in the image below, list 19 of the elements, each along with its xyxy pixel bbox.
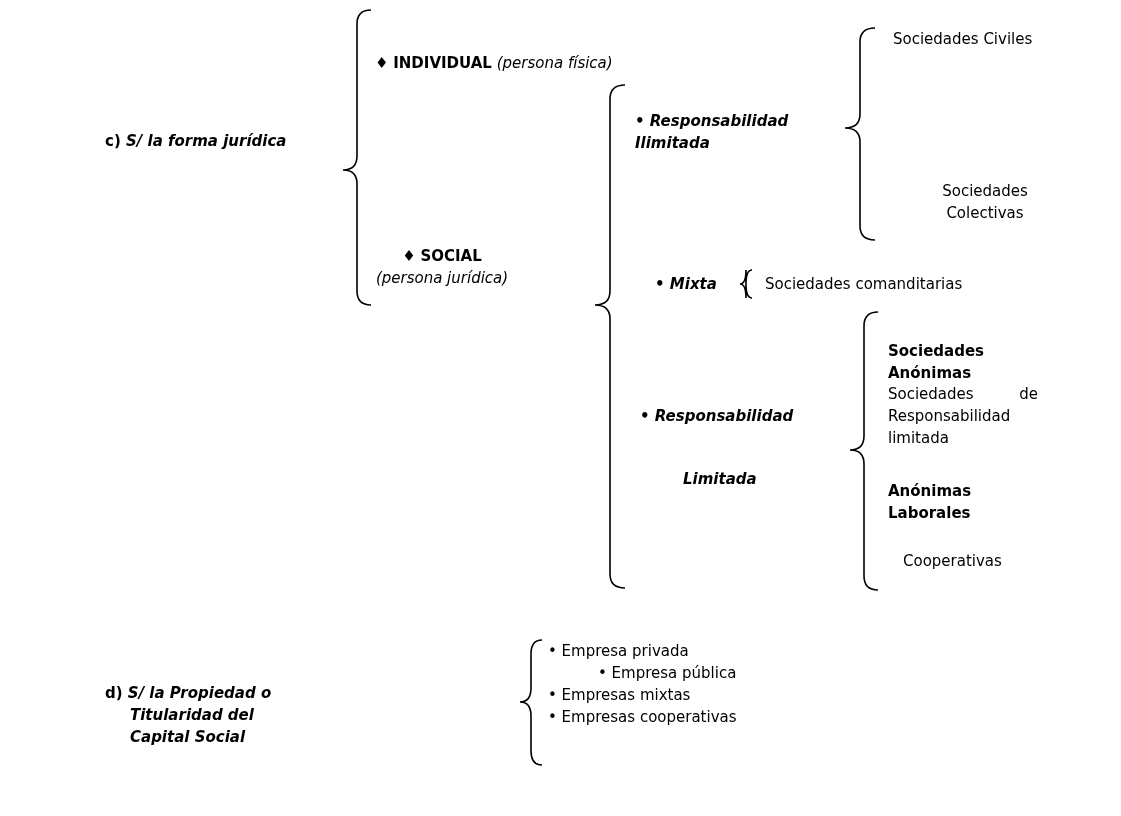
item-label: • Empresa privada [548, 641, 690, 662]
option-label: ♦ INDIVIDUAL (persona física) [375, 53, 614, 74]
item-label: Sociedades de Responsabilidad limitada [888, 384, 1038, 449]
item-label: Sociedades Colectivas [941, 181, 1029, 224]
category-heading: c) S/ la forma jurídica [105, 131, 288, 152]
item-label: Sociedades comanditarias [765, 274, 964, 295]
option-label: • Responsabilidad [640, 406, 795, 427]
item-label: Sociedades Anónimas [888, 341, 985, 384]
category-heading: d) S/ la Propiedad o Titularidad del Capital Social [105, 683, 273, 748]
item-label: Cooperativas [903, 551, 1003, 572]
item-label: Anónimas Laborales [888, 481, 973, 524]
item-label: • Empresa pública [598, 663, 738, 684]
item-label: • Empresas cooperativas [548, 707, 738, 728]
option-label: ♦ SOCIAL (persona jurídica) [374, 246, 510, 289]
option-label: Limitada [683, 469, 758, 490]
option-label: • Responsabilidad Ilimitada [635, 111, 790, 154]
item-label: • Empresas mixtas [548, 685, 692, 706]
option-label: • Mixta [655, 274, 718, 295]
item-label: Sociedades Civiles [893, 29, 1034, 50]
